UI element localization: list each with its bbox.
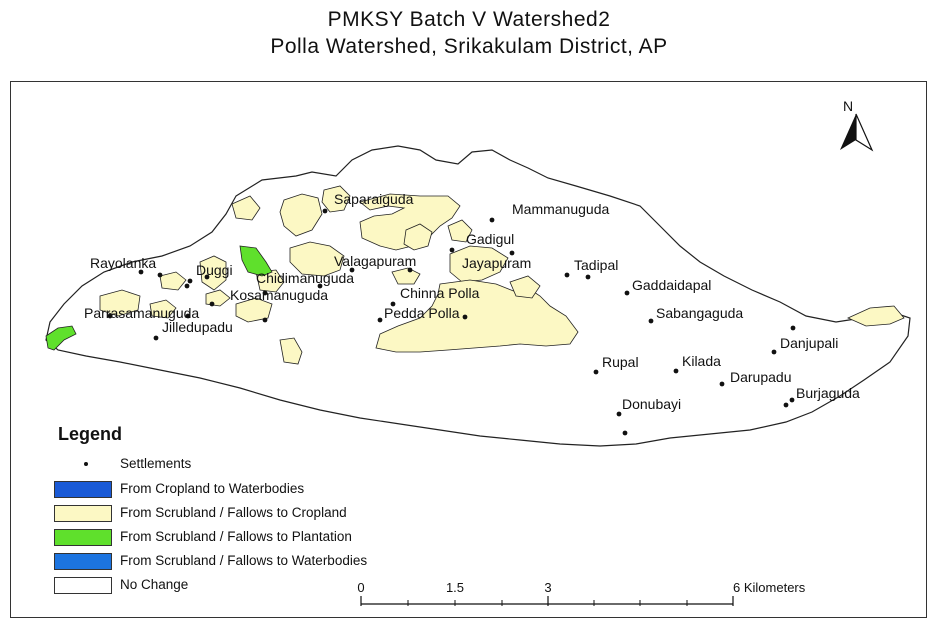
settlement-label: Burjaguda bbox=[796, 385, 860, 401]
settlement-label: Parrasamanuguda bbox=[84, 305, 199, 321]
legend-swatch bbox=[54, 481, 112, 498]
legend-label: From Cropland to Waterbodies bbox=[120, 481, 305, 496]
settlement-dot bbox=[185, 313, 191, 319]
settlement-dot bbox=[262, 290, 268, 296]
map-title-line1: PMKSY Batch V Watershed2 bbox=[327, 8, 611, 31]
settlement-dot bbox=[719, 381, 725, 387]
settlement-label: Mammanuguda bbox=[512, 201, 609, 217]
settlement-label: Darupadu bbox=[730, 369, 792, 385]
settlement-label: Pedda Polla bbox=[384, 305, 460, 321]
legend-label: From Scrubland / Fallows to Plantation bbox=[120, 529, 352, 544]
north-arrow: N bbox=[840, 98, 874, 152]
settlement-dot bbox=[624, 290, 630, 296]
settlement-dot bbox=[184, 283, 190, 289]
settlement-label: Gadigul bbox=[466, 231, 514, 247]
settlement-dot bbox=[489, 217, 495, 223]
settlement-label: Rayolanka bbox=[90, 255, 156, 271]
legend-swatch bbox=[54, 529, 112, 546]
settlement-label: Valagapuram bbox=[334, 253, 416, 269]
legend-swatch bbox=[54, 577, 112, 594]
cropland-patches bbox=[99, 185, 905, 365]
scale-tick-label: 0 bbox=[357, 580, 364, 595]
settlement-label: Danjupali bbox=[780, 335, 838, 351]
map-frame bbox=[10, 81, 927, 618]
settlement-label: Chidimanuguda bbox=[256, 270, 354, 286]
scale-tick-label: 1.5 bbox=[446, 580, 464, 595]
north-arrow-right bbox=[855, 113, 874, 152]
settlement-label: Jilledupadu bbox=[162, 319, 233, 335]
settlement-dot bbox=[157, 272, 163, 278]
settlement-dot bbox=[564, 272, 570, 278]
settlement-label: Rupal bbox=[602, 354, 639, 370]
settlement-label: Sabangaguda bbox=[656, 305, 743, 321]
north-arrow-left bbox=[840, 114, 856, 150]
plantation-patches bbox=[45, 245, 273, 351]
legend-swatch bbox=[54, 505, 112, 522]
settlement-label: Duggi bbox=[196, 262, 233, 278]
settlement-dot bbox=[449, 247, 455, 253]
settlement-dot bbox=[509, 250, 515, 256]
settlement-dot bbox=[390, 301, 396, 307]
legend-swatch bbox=[54, 553, 112, 570]
settlement-dot bbox=[593, 369, 599, 375]
settlement-dot bbox=[107, 313, 113, 319]
north-label: N bbox=[843, 98, 853, 114]
settlement-dot bbox=[407, 267, 413, 273]
settlement-label: Kilada bbox=[682, 353, 721, 369]
scale-tick-label: 6 Kilometers bbox=[733, 580, 806, 595]
settlement-dot bbox=[377, 317, 383, 323]
legend-label: Settlements bbox=[120, 456, 192, 471]
settlement-label: Saparaiguda bbox=[334, 191, 414, 207]
settlement-dot bbox=[209, 301, 215, 307]
legend-title: Legend bbox=[58, 424, 123, 444]
settlement-dot bbox=[322, 208, 328, 214]
settlement-dot bbox=[138, 269, 144, 275]
legend-label: From Scrubland / Fallows to Waterbodies bbox=[120, 553, 368, 568]
settlement-label: Kosamanuguda bbox=[230, 287, 328, 303]
legend-label: No Change bbox=[120, 577, 189, 592]
settlement-dot bbox=[153, 335, 159, 341]
settlement-dot bbox=[616, 411, 622, 417]
settlement-symbol-icon bbox=[84, 462, 88, 466]
settlement-dot bbox=[262, 317, 268, 323]
settlement-dot bbox=[648, 318, 654, 324]
scale-tick-label: 3 bbox=[544, 580, 551, 595]
settlement-label: Jayapuram bbox=[462, 255, 531, 271]
settlement-dot bbox=[585, 274, 591, 280]
settlement-dot bbox=[771, 349, 777, 355]
scale-bar: 0 1.5 3 6 Kilometers bbox=[357, 580, 806, 606]
settlement-label: Chinna Polla bbox=[400, 285, 480, 301]
settlement-label: Donubayi bbox=[622, 396, 681, 412]
settlement-dot bbox=[790, 325, 796, 331]
settlement-dot bbox=[462, 314, 468, 320]
settlement-dot bbox=[622, 430, 628, 436]
settlement-dot bbox=[317, 283, 323, 289]
settlement-label: Gaddaidapal bbox=[632, 277, 711, 293]
settlement-dot bbox=[673, 368, 679, 374]
settlements-layer: Saparaiguda Mammanuguda Gadigul Rayolank… bbox=[84, 191, 860, 436]
settlement-dot bbox=[204, 274, 210, 280]
settlement-dot bbox=[349, 267, 355, 273]
settlement-label: Tadipal bbox=[574, 257, 618, 273]
map-title-line2: Polla Watershed, Srikakulam District, AP bbox=[270, 35, 668, 58]
settlement-dot bbox=[783, 402, 789, 408]
settlement-dot bbox=[187, 278, 193, 284]
legend-label: From Scrubland / Fallows to Cropland bbox=[120, 505, 347, 520]
settlement-dot bbox=[789, 397, 795, 403]
